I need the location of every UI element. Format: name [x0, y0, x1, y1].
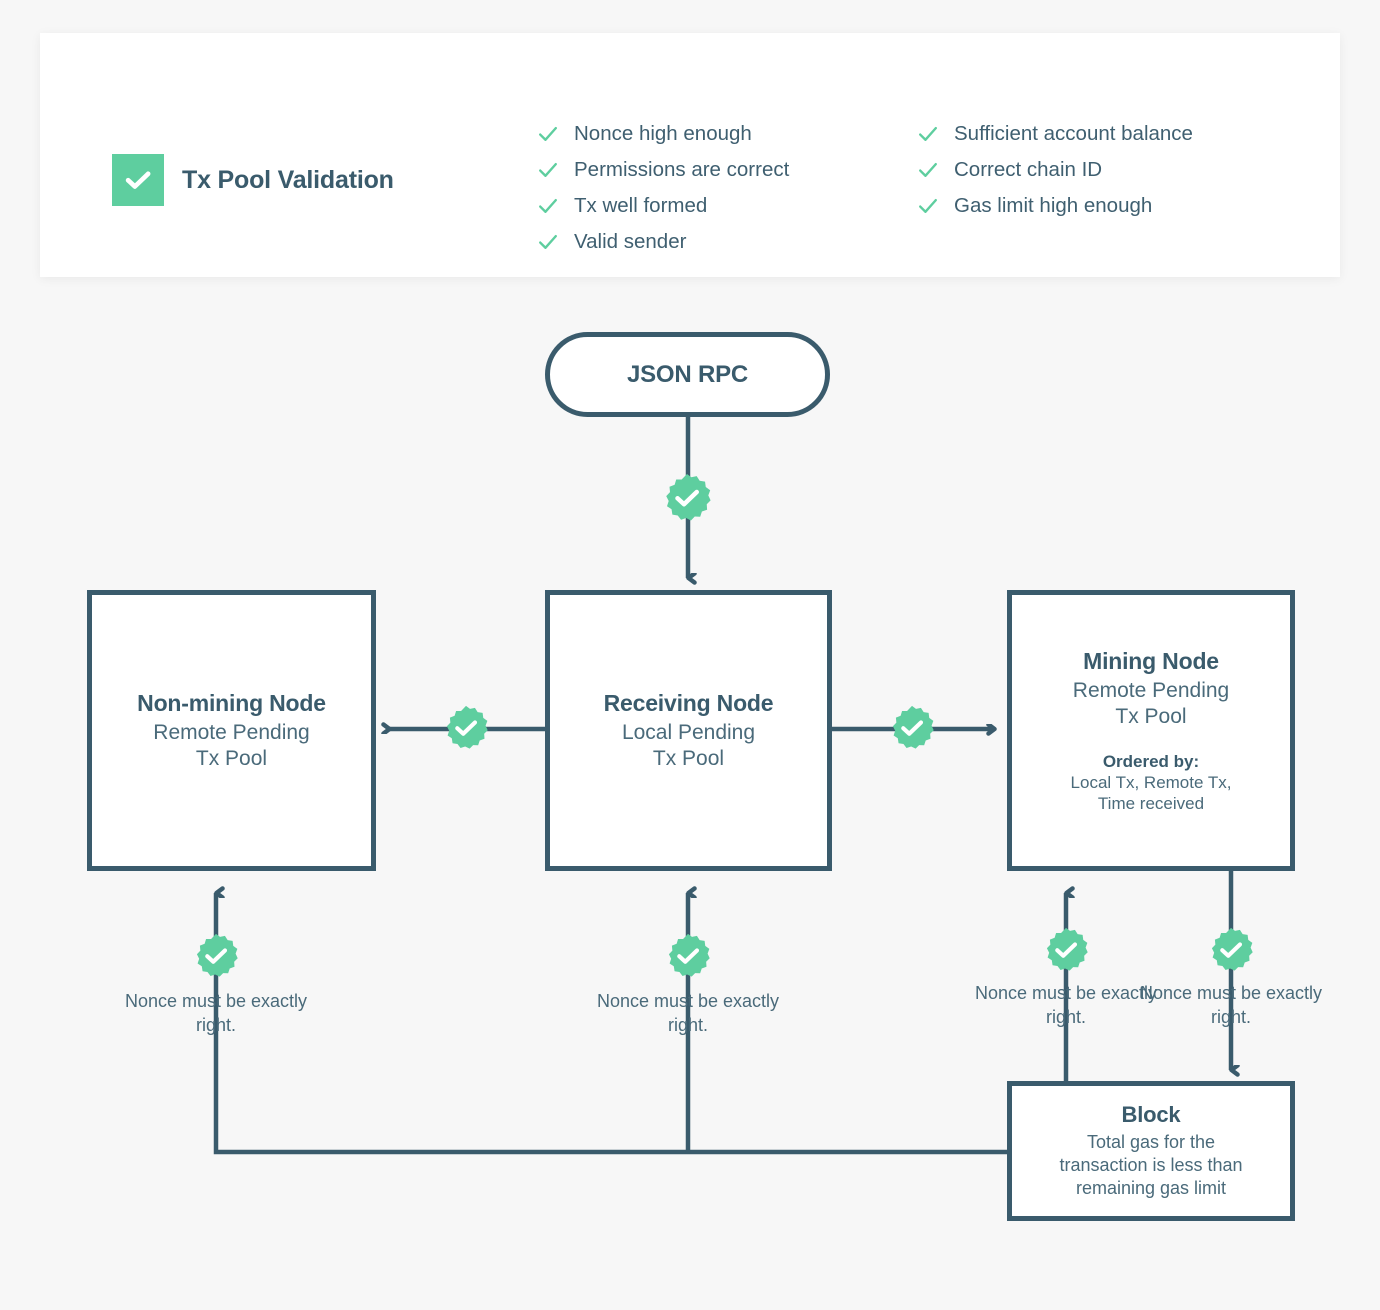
check-mark-icon: [539, 198, 557, 213]
node-mining-ordered-by-text: Local Tx, Remote Tx, Time received: [1071, 772, 1232, 814]
edge-badge-feedback-nonmining: [193, 933, 239, 979]
validation-item-label: Gas limit high enough: [954, 194, 1153, 217]
edge-badge-feedback-mining: [1043, 927, 1089, 973]
validation-item-label: Permissions are correct: [574, 158, 790, 181]
node-non-mining-title: Non-mining Node: [137, 689, 326, 716]
check-badge-icon: [112, 154, 164, 206]
edge-badge-receiving-to-nonmining: [443, 705, 489, 751]
edge-block-feedback-trunk: [213, 893, 1007, 1155]
node-non-mining[interactable]: Non-mining Node Remote Pending Tx Pool: [87, 590, 376, 871]
node-receiving-title: Receiving Node: [603, 689, 774, 716]
validation-item: Gas limit high enough: [917, 193, 1193, 218]
node-mining-title: Mining Node: [1083, 647, 1219, 674]
node-receiving-subtitle-line2: Tx Pool: [652, 746, 725, 770]
validation-title: Tx Pool Validation: [182, 165, 394, 194]
node-receiving-subtitle-line1: Local Pending: [621, 720, 756, 744]
validation-item-label: Sufficient account balance: [954, 122, 1193, 145]
node-non-mining-subtitle-line1: Remote Pending: [153, 720, 310, 744]
node-block[interactable]: Block Total gas for the transaction is l…: [1007, 1081, 1295, 1221]
validation-item: Tx well formed: [537, 193, 789, 218]
validation-item-label: Valid sender: [574, 230, 687, 253]
node-mining-ordered-by-label: Ordered by:: [1102, 751, 1200, 771]
edge-badge-mining-to-block: [1208, 927, 1254, 973]
edge-badge-jsonrpc-to-receiving: [662, 473, 712, 523]
check-mark-icon: [539, 126, 557, 141]
check-mark-icon: [539, 234, 557, 249]
validation-list-column-2: Sufficient account balance Correct chain…: [917, 121, 1193, 218]
node-mining-subtitle-line2: Tx Pool: [1115, 704, 1187, 728]
node-mining-subtitle-line1: Remote Pending: [1072, 678, 1230, 702]
edge-badge-receiving-to-mining: [889, 705, 935, 751]
edge-caption-mining-in: Nonce must be exactly right.: [974, 983, 1158, 1027]
node-receiving-subtitle: Local Pending Tx Pool: [622, 720, 755, 772]
validation-item: Sufficient account balance: [917, 121, 1193, 146]
check-mark-icon: [919, 162, 937, 177]
node-mining-ordered-by-line2: Time received: [1097, 793, 1205, 813]
node-json-rpc-title: JSON RPC: [626, 360, 749, 388]
node-receiving[interactable]: Receiving Node Local Pending Tx Pool: [545, 590, 832, 871]
check-mark-icon: [539, 162, 557, 177]
node-block-subtitle-line2: transaction is less than: [1059, 1155, 1243, 1175]
node-block-subtitle-line1: Total gas for the: [1086, 1132, 1216, 1152]
edge-caption-mining-out: Nonce must be exactly right.: [1139, 983, 1323, 1027]
node-mining-subtitle: Remote Pending Tx Pool: [1073, 678, 1229, 730]
edge-caption-non-mining: Nonce must be exactly right.: [124, 991, 308, 1035]
edge-badge-feedback-receiving: [665, 933, 711, 979]
validation-item: Permissions are correct: [537, 157, 789, 182]
tx-pool-validation-card: Tx Pool Validation Nonce high enough Per…: [40, 33, 1340, 277]
check-mark-icon: [919, 198, 937, 213]
check-mark-icon: [919, 126, 937, 141]
validation-item: Valid sender: [537, 229, 789, 254]
validation-item-label: Correct chain ID: [954, 158, 1103, 181]
node-mining-ordered-by-line1: Local Tx, Remote Tx,: [1070, 772, 1232, 792]
node-block-title: Block: [1121, 1102, 1181, 1127]
validation-item: Correct chain ID: [917, 157, 1193, 182]
node-json-rpc[interactable]: JSON RPC: [545, 332, 830, 417]
edge-caption-receiving: Nonce must be exactly right.: [596, 991, 780, 1035]
validation-item-label: Nonce high enough: [574, 122, 752, 145]
node-non-mining-subtitle-line2: Tx Pool: [195, 746, 268, 770]
node-non-mining-subtitle: Remote Pending Tx Pool: [153, 720, 309, 772]
validation-list-column-1: Nonce high enough Permissions are correc…: [537, 121, 789, 254]
node-block-subtitle-line3: remaining gas limit: [1075, 1178, 1227, 1198]
node-mining[interactable]: Mining Node Remote Pending Tx Pool Order…: [1007, 590, 1295, 871]
node-block-subtitle: Total gas for the transaction is less th…: [1059, 1131, 1242, 1200]
validation-item-label: Tx well formed: [574, 194, 708, 217]
validation-title-group: Tx Pool Validation: [112, 154, 394, 206]
validation-item: Nonce high enough: [537, 121, 789, 146]
